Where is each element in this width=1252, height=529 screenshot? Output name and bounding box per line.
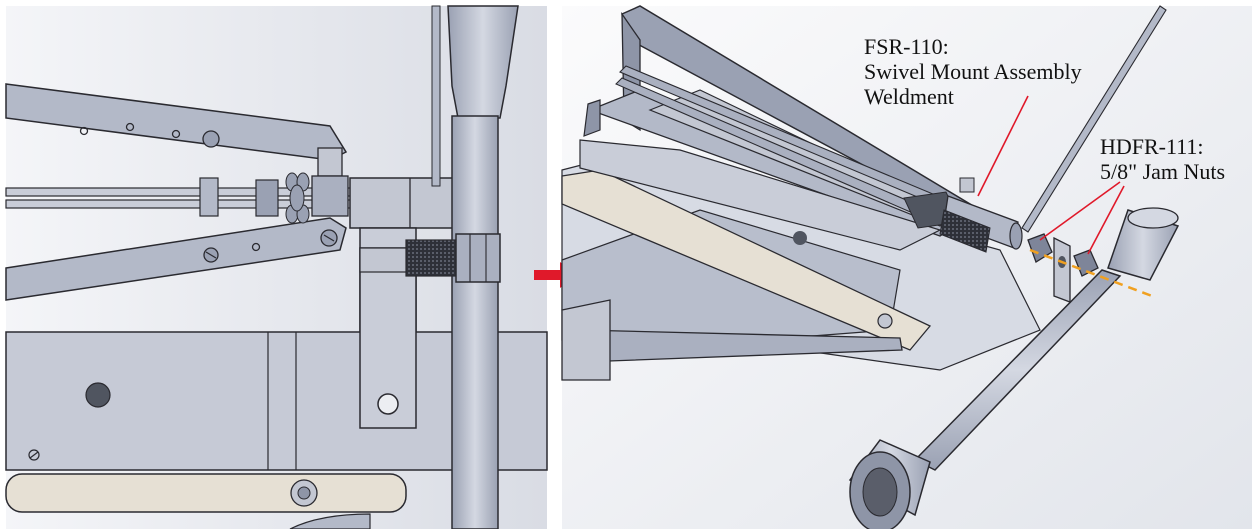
pivot-bolt: [202, 130, 220, 148]
beige-link-bar: [5, 473, 407, 513]
collar: [255, 179, 279, 217]
callout-description: Weldment: [864, 84, 954, 109]
knurled-stud: [939, 209, 991, 253]
top-view-panel: [5, 5, 548, 529]
lower-lever-arm: [5, 217, 347, 301]
callout-hdfr-111: HDFR-111: 5/8" Jam Nuts: [1100, 134, 1225, 184]
callout-part-number: FSR-110:: [864, 34, 949, 59]
crossbar-hole: [85, 382, 111, 408]
assembly-axis-line: [1029, 248, 1153, 298]
knurled-stud: [405, 239, 457, 277]
spring-coil: [285, 172, 310, 224]
jam-nut: [455, 233, 501, 283]
callout-description: 5/8" Jam Nuts: [1100, 159, 1226, 184]
callout-part-number: HDFR-111:: [1100, 134, 1204, 159]
leader-line-hdfr: [1087, 185, 1125, 255]
vertical-leg-tube: [447, 5, 519, 119]
callout-description: Swivel Mount Assembly: [864, 59, 1082, 84]
leader-line-hdfr: [1039, 181, 1121, 241]
clamp-bracket: [317, 147, 343, 177]
iso-view-panel: [561, 5, 1252, 529]
mounting-tab: [1053, 236, 1071, 303]
leader-line-fsr: [977, 95, 1029, 197]
upright-rod: [1021, 5, 1167, 233]
front-leg-tube: [913, 269, 1122, 471]
callout-fsr-110: FSR-110: Swivel Mount Assembly Weldment: [864, 34, 1082, 109]
